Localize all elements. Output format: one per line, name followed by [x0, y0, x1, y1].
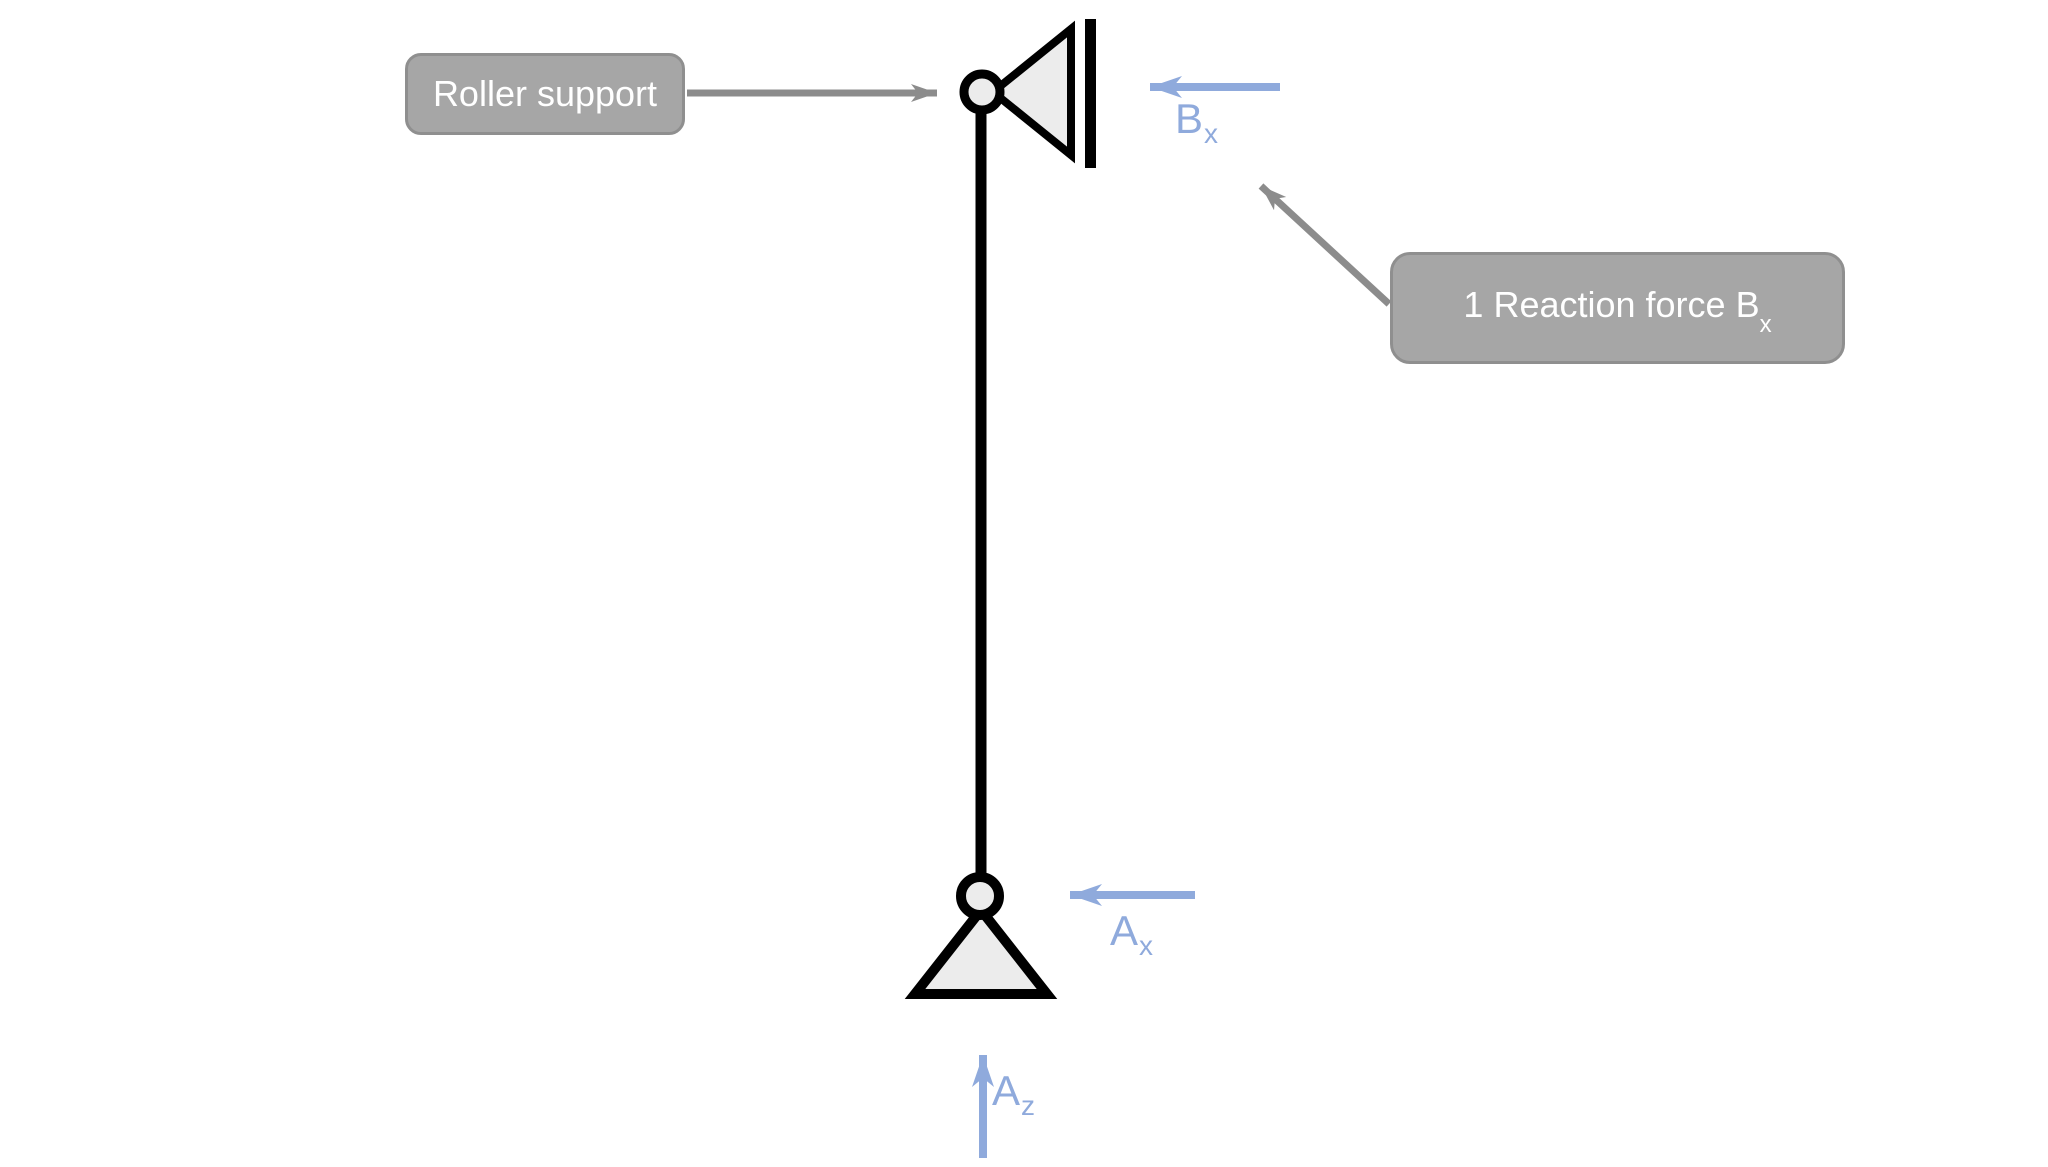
ax-force-label: Ax: [1110, 907, 1153, 961]
bx-force-label: Bx: [1175, 95, 1218, 149]
az-subscript: z: [1021, 1090, 1036, 1121]
az-symbol: A: [992, 1067, 1021, 1114]
reaction-force-callout-subscript: x: [1759, 311, 1772, 339]
roller-pin-circle: [959, 69, 1005, 115]
roller-support-callout-label: Roller support: [432, 73, 658, 114]
ax-subscript: x: [1139, 930, 1154, 961]
wall-line: [1085, 19, 1096, 168]
az-force-label: Az: [992, 1067, 1035, 1121]
ax-symbol: A: [1110, 907, 1139, 954]
pin-circle: [956, 872, 1004, 920]
roller-support-callout: Roller support: [405, 53, 685, 135]
roller-support-triangle: [986, 20, 1075, 164]
reaction-callout-arrow: [1258, 183, 1392, 307]
bx-subscript: x: [1204, 118, 1219, 149]
reaction-force-callout-text: 1 Reaction force B: [1463, 283, 1760, 325]
reaction-force-callout-label: 1 Reaction force Bx: [1463, 283, 1771, 338]
bx-symbol: B: [1175, 95, 1204, 142]
reaction-force-callout: 1 Reaction force Bx: [1390, 252, 1845, 364]
pin-support-triangle: [904, 901, 1058, 999]
